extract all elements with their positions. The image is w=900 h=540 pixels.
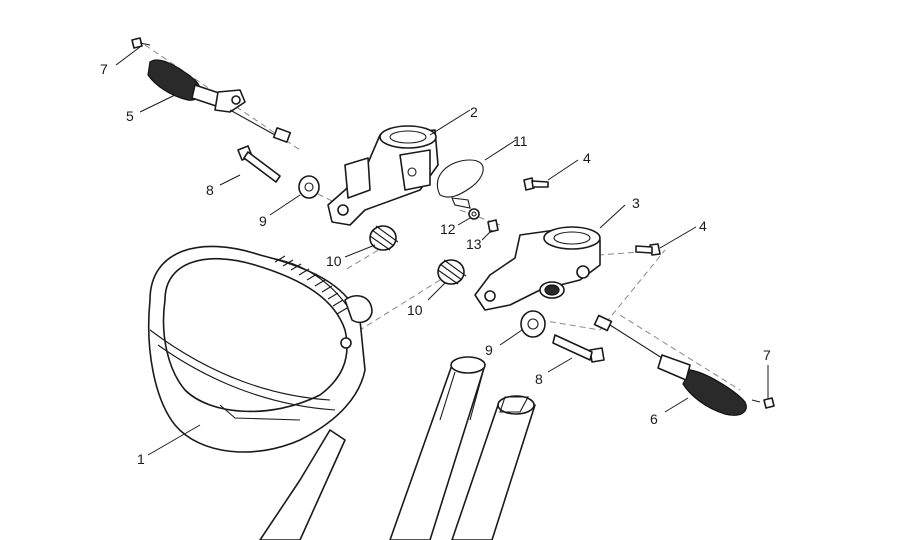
callout-2: 2 — [470, 104, 478, 120]
star-washers — [298, 175, 546, 338]
callout-10-left: 10 — [326, 253, 342, 269]
cable-clip — [436, 159, 484, 209]
callout-1: 1 — [137, 451, 145, 467]
callout-13: 13 — [466, 236, 482, 252]
callout-8-right: 8 — [535, 371, 543, 387]
callout-10-right: 10 — [407, 302, 423, 318]
right-bracket — [474, 226, 601, 311]
callout-7-left: 7 — [100, 61, 108, 77]
callout-6: 6 — [650, 411, 658, 427]
callout-11: 11 — [513, 133, 528, 149]
fork-tubes — [259, 356, 536, 540]
callout-4-right: 4 — [699, 218, 707, 234]
headlight-assembly — [147, 245, 373, 453]
callout-9-right: 9 — [485, 342, 493, 358]
callout-4-top: 4 — [583, 150, 591, 166]
callout-8-left: 8 — [206, 182, 214, 198]
callout-labels: 1 2 3 4 4 5 6 7 7 8 8 9 9 10 10 11 12 13 — [100, 61, 771, 467]
left-indicator — [147, 59, 292, 143]
callout-12: 12 — [440, 221, 456, 237]
callout-7-right: 7 — [763, 347, 771, 363]
rubber-grommets — [369, 225, 467, 285]
leader-lines — [115, 46, 769, 456]
small-fasteners — [468, 177, 661, 256]
callout-9-left: 9 — [259, 213, 267, 229]
long-bolts — [237, 145, 605, 363]
callout-5: 5 — [126, 108, 134, 124]
small-screws — [131, 37, 775, 409]
callout-3: 3 — [632, 195, 640, 211]
heatsink-fins — [269, 255, 351, 315]
left-bracket — [327, 125, 439, 226]
right-indicator — [593, 314, 747, 416]
